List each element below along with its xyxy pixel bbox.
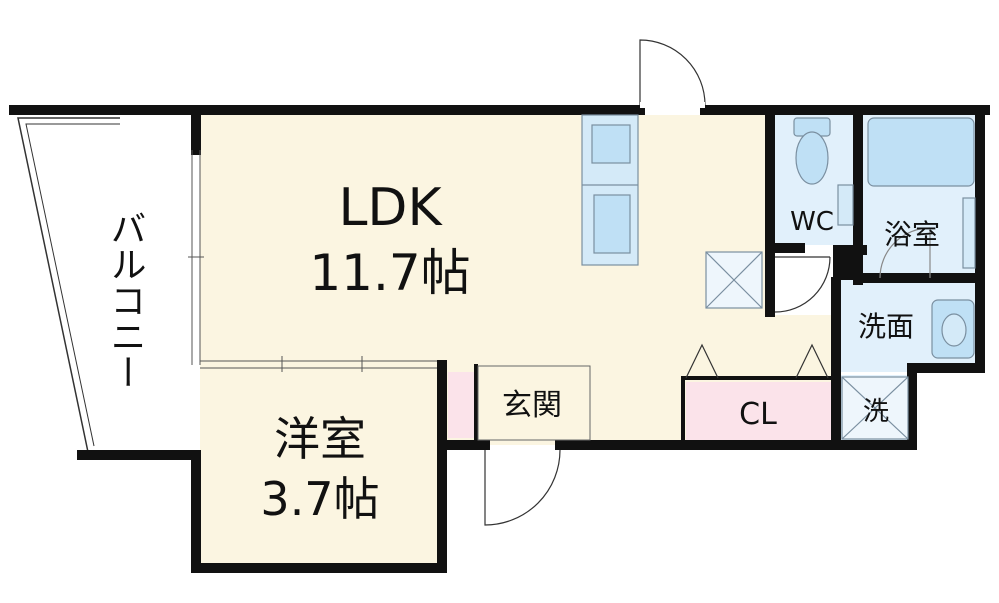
labels: LDK 11.7帖 洋室 3.7帖 バルコニー 玄関 CL WC 浴室 洗面 洗 xyxy=(105,178,941,526)
fixtures xyxy=(581,114,976,440)
ldk-name: LDK xyxy=(338,178,443,238)
closet-name: CL xyxy=(739,397,777,432)
closet xyxy=(477,343,835,444)
balcony-rail-inner xyxy=(25,123,120,447)
wc-name: WC xyxy=(790,207,834,237)
laundry-name: 洗 xyxy=(863,397,889,427)
closet-frame xyxy=(681,376,835,444)
toilet-bowl xyxy=(795,131,829,185)
doors xyxy=(484,39,931,526)
entrance-pink-step xyxy=(448,372,474,438)
bath-name: 浴室 xyxy=(884,218,940,251)
windows xyxy=(188,150,437,372)
bathtub xyxy=(867,117,975,187)
western-size: 3.7帖 xyxy=(260,472,379,526)
pillar xyxy=(833,246,861,280)
hall-partition xyxy=(437,362,445,452)
bath-door-swing xyxy=(879,227,931,279)
entrance-sill xyxy=(474,364,478,444)
closet-floor xyxy=(686,382,831,440)
wc-counter xyxy=(837,184,854,226)
basin-bowl xyxy=(941,313,967,347)
western-room-floor xyxy=(200,365,440,565)
entrance-door-swing xyxy=(484,449,561,526)
western-name: 洋室 xyxy=(274,412,366,466)
ldk-size: 11.7帖 xyxy=(309,244,470,302)
top-door-swing xyxy=(639,39,706,106)
walls xyxy=(9,105,990,573)
entrance-box xyxy=(477,365,591,441)
ldk-floor xyxy=(200,115,835,445)
kitchen-stove xyxy=(593,194,631,254)
washer-diag-2 xyxy=(841,376,909,440)
fridge-diag-2 xyxy=(705,251,763,309)
wc-door-swing xyxy=(774,256,831,313)
closet-door-left xyxy=(685,343,719,379)
entrance-name: 玄関 xyxy=(502,388,562,423)
washroom-name: 洗面 xyxy=(858,310,914,343)
balcony-name: バルコニー xyxy=(105,210,146,390)
entrance-floor xyxy=(478,368,590,440)
kitchen-sink xyxy=(591,124,631,164)
shower-area xyxy=(962,197,976,269)
closet-door-right xyxy=(795,343,829,379)
